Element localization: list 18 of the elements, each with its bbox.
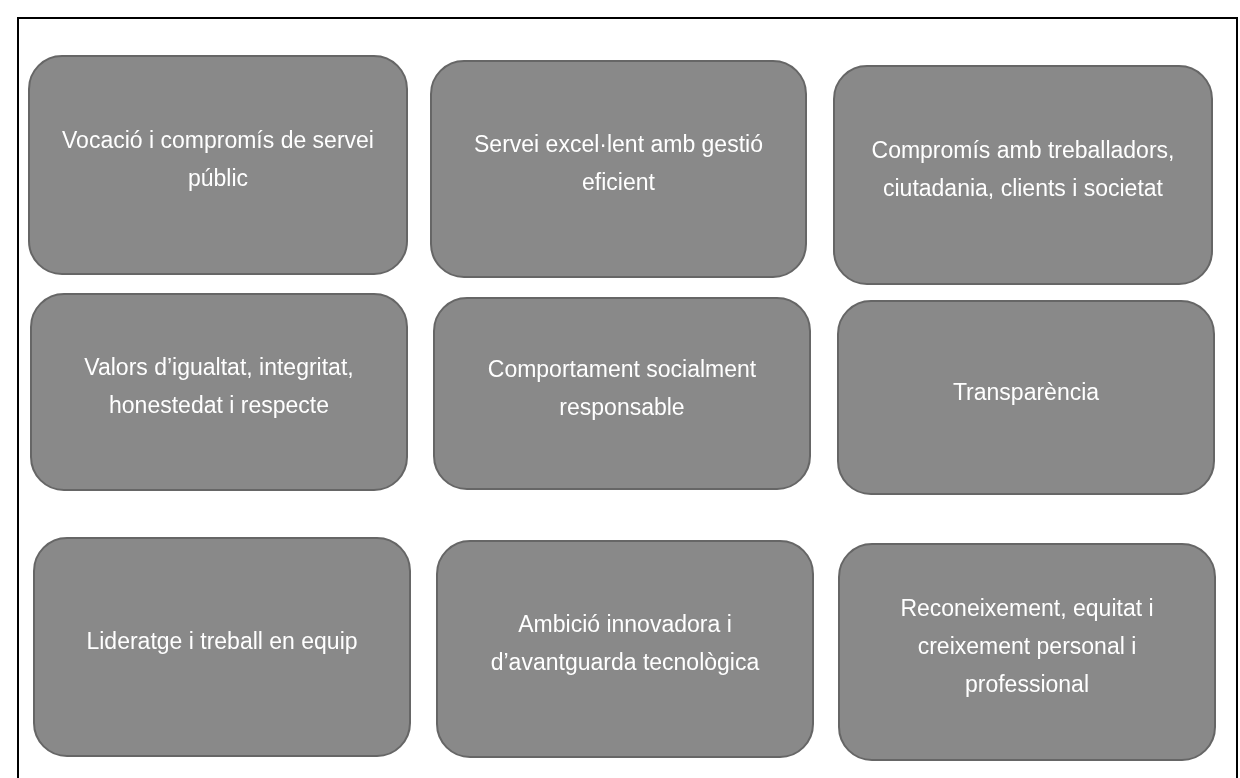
value-box	[33, 537, 411, 757]
value-box	[838, 543, 1216, 761]
value-text: Reconeixement, equitat i creixement personal i professional	[899, 594, 1155, 699]
value-box	[433, 297, 811, 490]
value-text: Transparència	[952, 377, 1100, 407]
value-text: Valors d’igualtat, integritat, honestedat i respecte	[83, 353, 355, 420]
value-text: Lideratge i treball en equip	[86, 627, 358, 656]
value-text: Comportament socialment responsable	[486, 354, 758, 422]
value-box	[436, 540, 814, 758]
value-text: Servei excel·lent amb gestió eficient	[473, 130, 764, 197]
value-text: Ambició innovadora i d’avantguarda tecnològica	[489, 610, 761, 677]
value-box	[28, 55, 408, 275]
value-box	[430, 60, 807, 278]
value-box	[837, 300, 1215, 495]
value-box	[30, 293, 408, 491]
value-text: Vocació i compromís de servei públic	[61, 126, 375, 193]
value-text: Compromís amb treballadors, ciutadania, clients i societat	[870, 136, 1176, 203]
value-box	[833, 65, 1213, 285]
